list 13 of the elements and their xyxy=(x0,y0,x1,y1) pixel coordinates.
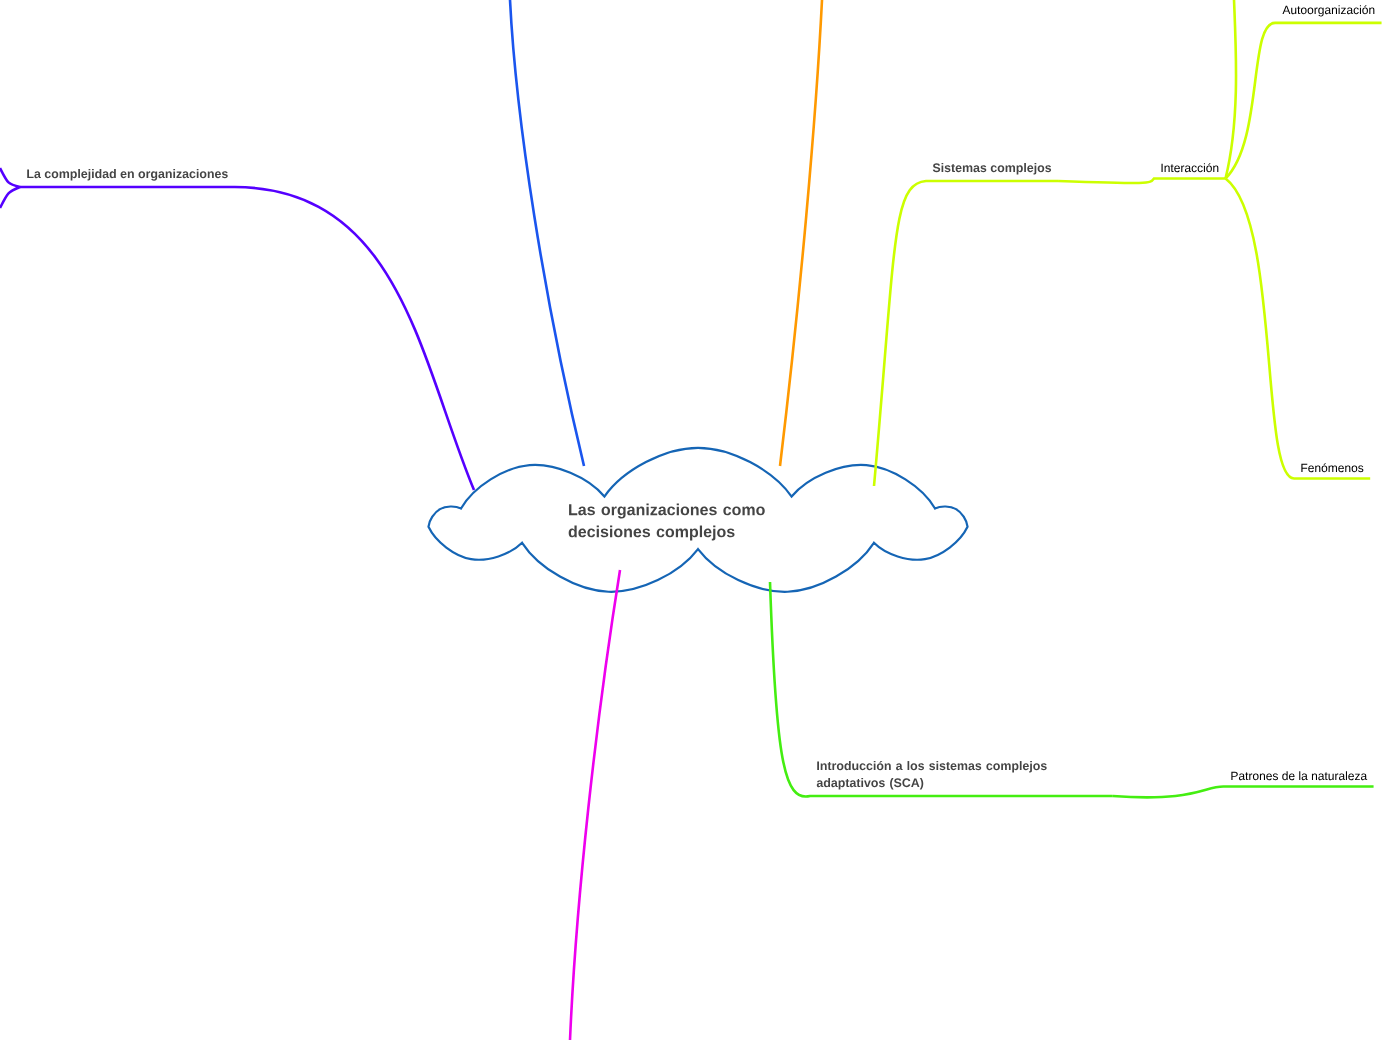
branch-line xyxy=(1224,21,1382,180)
branch-line xyxy=(872,179,1059,487)
branch-line xyxy=(768,581,1113,798)
central-topic-cloud: Las organizaciones como decisiones complejos xyxy=(427,446,969,593)
branch-line xyxy=(568,569,622,1040)
branch-line xyxy=(0,166,22,210)
branch-line xyxy=(1058,177,1226,185)
branch-line xyxy=(1224,177,1371,480)
branch-line xyxy=(778,0,824,467)
branch-line xyxy=(508,0,586,467)
branch-line xyxy=(20,185,476,491)
branch-line xyxy=(1224,0,1238,179)
branch-line xyxy=(1112,785,1374,799)
